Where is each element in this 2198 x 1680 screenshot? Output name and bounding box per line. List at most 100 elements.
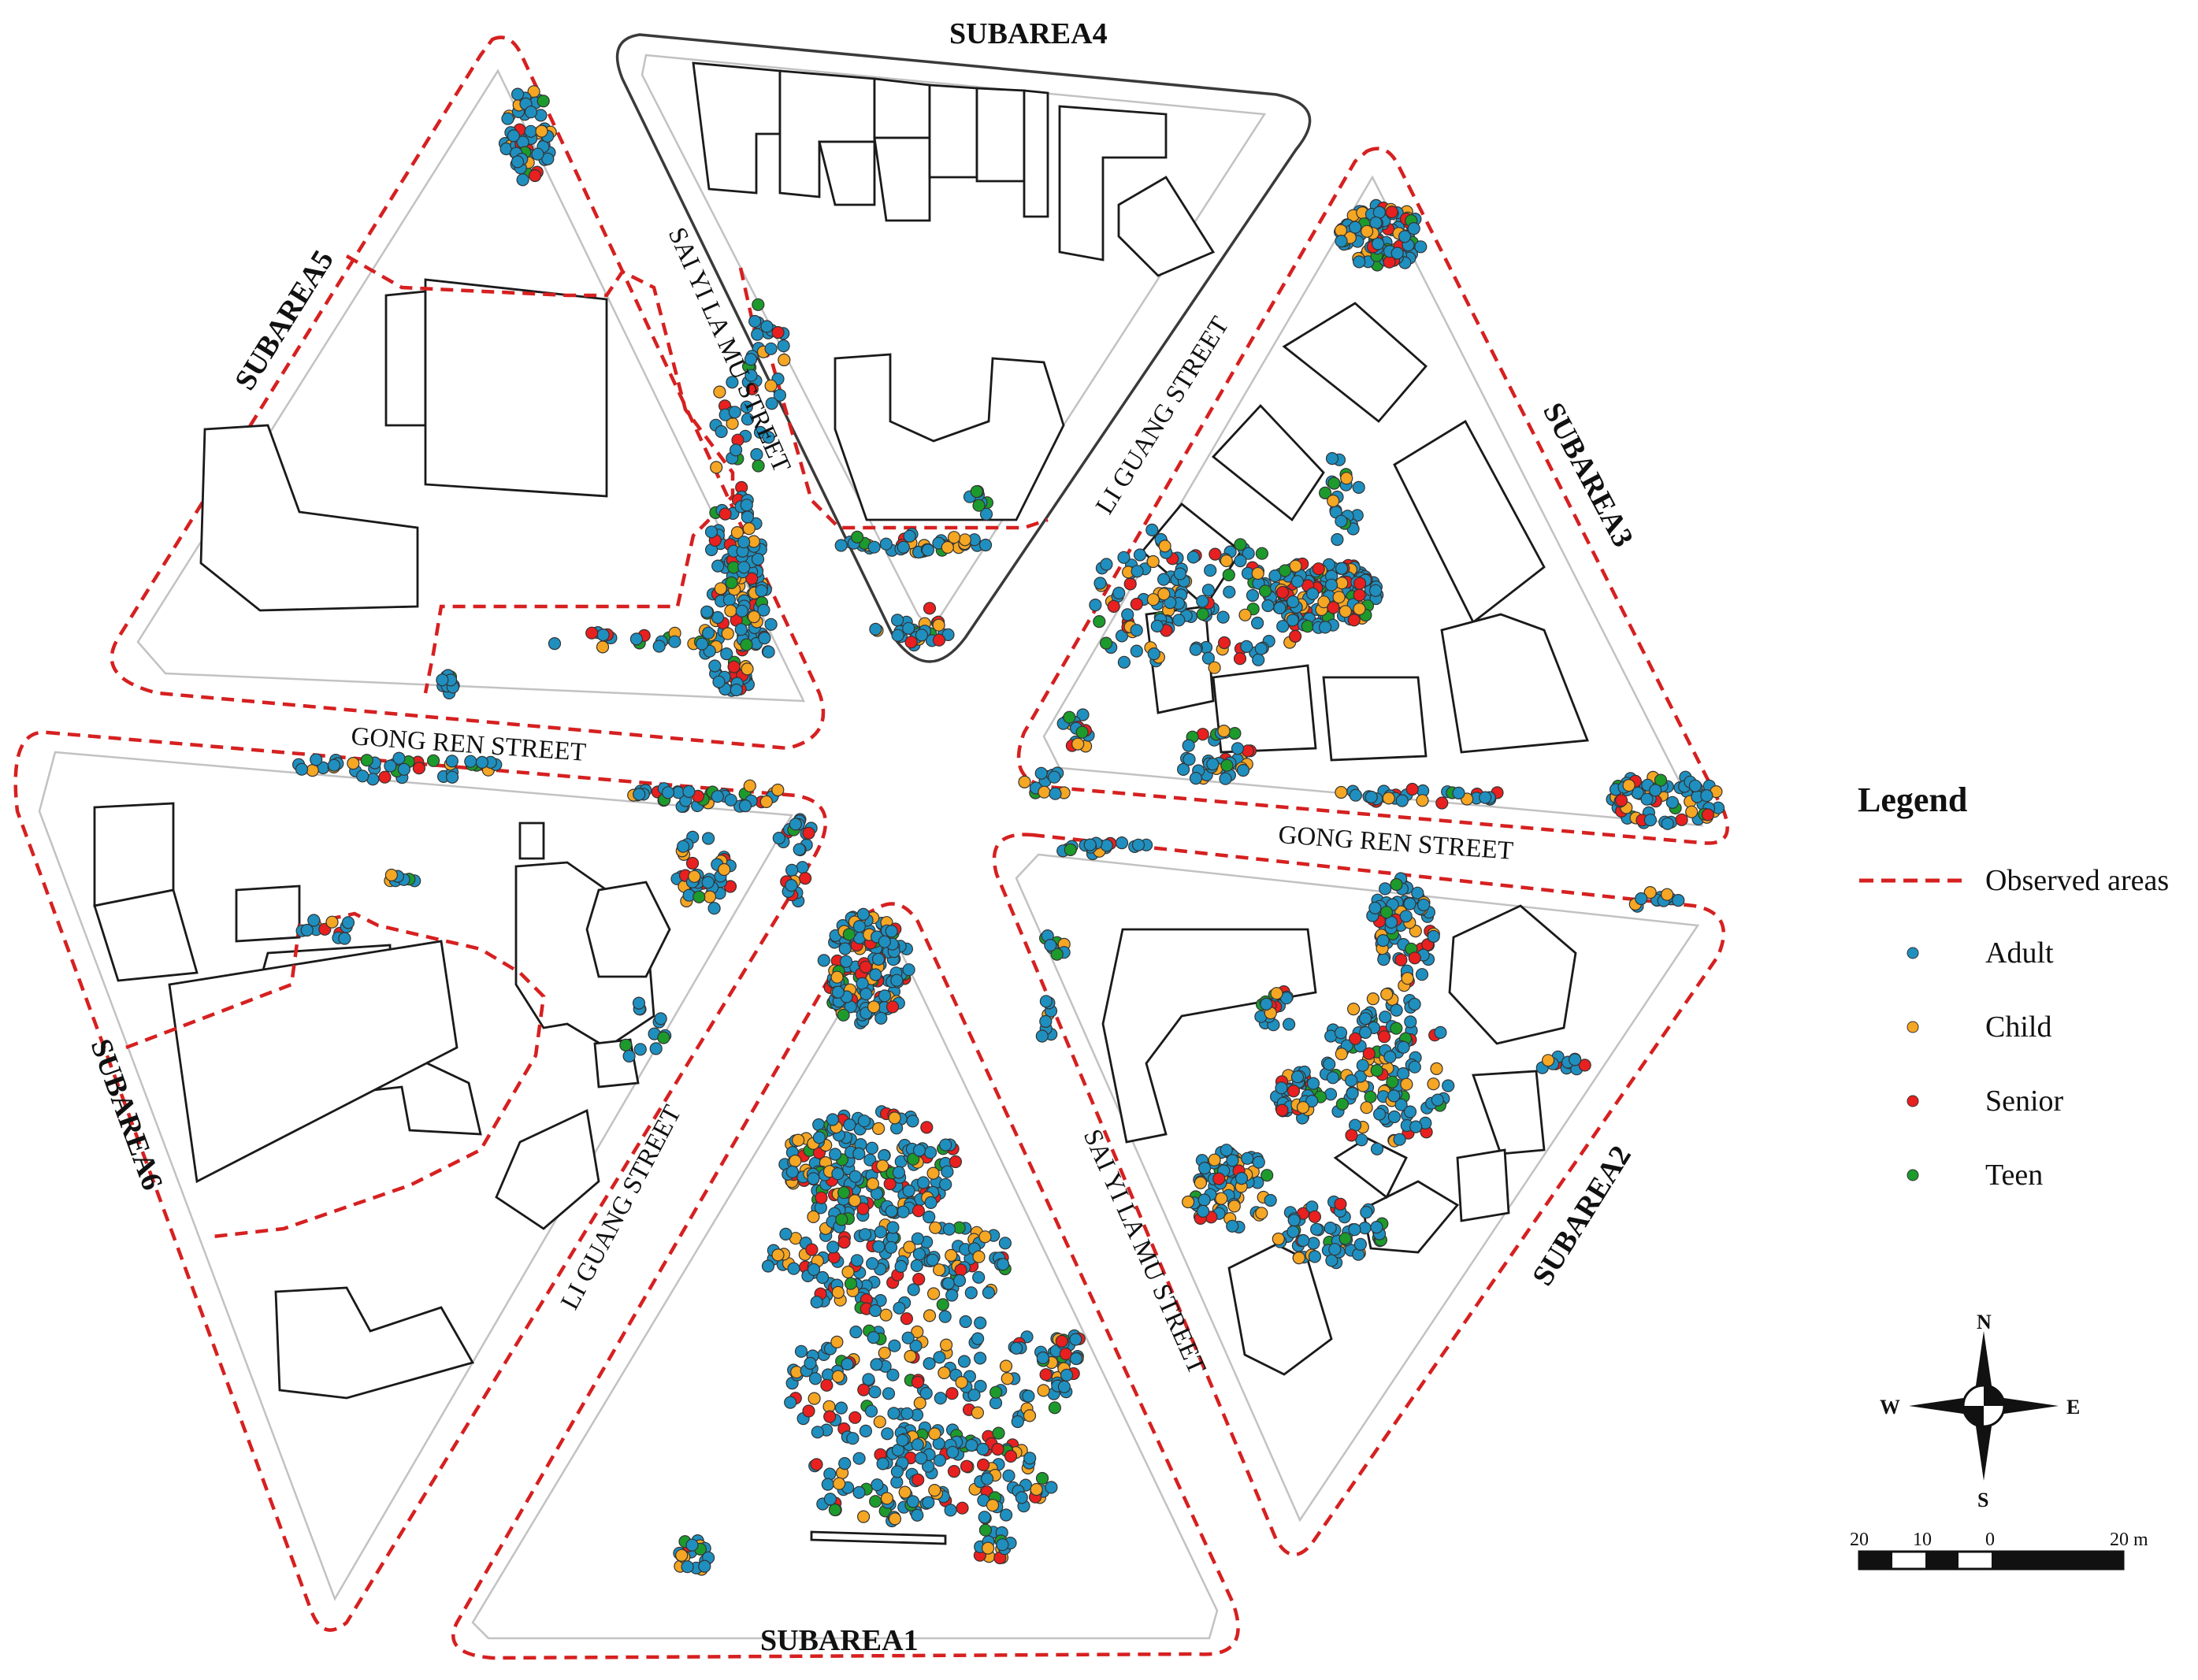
observation-dot bbox=[341, 916, 355, 929]
observation-dot bbox=[959, 1315, 972, 1329]
observation-dot bbox=[1196, 607, 1209, 621]
observation-dot bbox=[1358, 1012, 1372, 1025]
observation-dot bbox=[911, 1232, 925, 1245]
observation-dot bbox=[892, 1166, 906, 1179]
observation-dot bbox=[964, 1286, 978, 1300]
observation-dot bbox=[688, 870, 701, 883]
observation-dot bbox=[1356, 1059, 1369, 1072]
observation-dot bbox=[1360, 1101, 1373, 1114]
observation-dot bbox=[1015, 1491, 1028, 1504]
observation-dot bbox=[789, 1154, 802, 1168]
observation-dot bbox=[903, 1241, 916, 1254]
observation-dot bbox=[1665, 795, 1679, 809]
observation-dot bbox=[871, 952, 886, 966]
observation-dot bbox=[888, 1111, 901, 1125]
observation-dot bbox=[1112, 586, 1126, 600]
observation-dot bbox=[1327, 477, 1341, 490]
observation-dot bbox=[879, 1308, 893, 1322]
observation-dot bbox=[1228, 726, 1242, 740]
observation-dot bbox=[1217, 636, 1231, 650]
observation-dot bbox=[885, 925, 898, 938]
observation-dot bbox=[999, 1508, 1013, 1522]
observation-dot bbox=[1150, 619, 1164, 633]
observation-dot bbox=[1379, 906, 1394, 919]
observation-dot bbox=[748, 314, 762, 328]
observation-dot bbox=[1368, 901, 1382, 915]
observation-dot bbox=[1022, 1389, 1035, 1403]
observation-dot bbox=[1387, 1110, 1402, 1124]
observation-dot bbox=[1147, 647, 1160, 661]
observation-dot bbox=[1364, 1090, 1377, 1103]
observation-dot bbox=[397, 762, 411, 776]
observation-dot bbox=[1093, 614, 1106, 629]
legend-swatch-adult bbox=[1907, 947, 1919, 959]
observation-dot bbox=[1353, 577, 1367, 590]
observation-dot bbox=[923, 1309, 937, 1322]
observation-dot bbox=[852, 1147, 866, 1161]
observation-dot bbox=[1654, 773, 1668, 787]
observation-dot bbox=[537, 95, 550, 108]
observation-dot bbox=[1701, 808, 1714, 821]
observation-dot bbox=[1260, 997, 1273, 1011]
observation-dot bbox=[1382, 792, 1395, 805]
observation-dot bbox=[633, 1043, 647, 1056]
observation-dot bbox=[868, 1385, 882, 1399]
observation-dot bbox=[941, 1277, 956, 1290]
observation-dot bbox=[848, 1170, 862, 1183]
observation-dot bbox=[695, 637, 709, 651]
observation-dot bbox=[1268, 569, 1282, 583]
observation-dot bbox=[1640, 792, 1654, 806]
observation-dot bbox=[751, 328, 764, 341]
observation-dot bbox=[890, 1465, 904, 1478]
observation-dot bbox=[728, 406, 741, 419]
observation-dot bbox=[841, 1357, 854, 1371]
observation-dot bbox=[1011, 1415, 1024, 1429]
observation-dot bbox=[715, 425, 728, 439]
observation-dot bbox=[1395, 794, 1409, 807]
observation-dot bbox=[445, 770, 459, 784]
observation-dot bbox=[668, 635, 681, 648]
observation-dot bbox=[902, 963, 915, 977]
observation-dot bbox=[868, 1304, 882, 1318]
observation-dot bbox=[765, 397, 778, 410]
observation-dot bbox=[712, 675, 726, 688]
observed-boundary-subarea5 bbox=[345, 254, 735, 694]
observation-dot bbox=[1254, 642, 1268, 655]
observation-dot bbox=[524, 106, 538, 119]
observation-dot bbox=[850, 530, 864, 544]
observation-dot bbox=[837, 1008, 850, 1022]
observation-dot bbox=[981, 1541, 995, 1555]
observation-dot bbox=[955, 1375, 968, 1389]
observation-dot bbox=[1186, 551, 1200, 564]
observation-dot bbox=[1055, 1334, 1068, 1348]
observation-dot bbox=[896, 1433, 909, 1447]
observation-dot bbox=[1189, 643, 1202, 656]
observation-dot bbox=[1325, 451, 1339, 465]
sidewalk-subarea1 bbox=[471, 927, 1219, 1640]
observation-dot bbox=[998, 1237, 1012, 1250]
observation-dot bbox=[831, 1285, 845, 1300]
observation-dot bbox=[356, 770, 369, 783]
observation-dot bbox=[910, 1259, 923, 1273]
observation-dot bbox=[740, 638, 753, 651]
observation-dot bbox=[511, 87, 525, 101]
observation-dot bbox=[974, 1316, 987, 1330]
observation-dot bbox=[1275, 585, 1290, 599]
observation-dot bbox=[1045, 1481, 1058, 1494]
observation-dot bbox=[1430, 1062, 1443, 1076]
observation-dot bbox=[1212, 1172, 1226, 1185]
observation-dot bbox=[1385, 206, 1398, 219]
observation-dot bbox=[1306, 1077, 1320, 1090]
observation-dot bbox=[1360, 1205, 1373, 1219]
observation-dot bbox=[704, 525, 718, 539]
observation-dot bbox=[888, 1339, 901, 1352]
observation-dot bbox=[1227, 1200, 1241, 1213]
observation-dot bbox=[727, 660, 741, 673]
observation-dot bbox=[912, 1204, 926, 1218]
observation-dot bbox=[1335, 235, 1348, 248]
observation-dot bbox=[850, 1254, 864, 1267]
observation-dot bbox=[864, 1404, 878, 1418]
observation-dot bbox=[928, 1483, 941, 1497]
observation-dot bbox=[937, 1366, 951, 1380]
observation-dot bbox=[1416, 898, 1431, 912]
